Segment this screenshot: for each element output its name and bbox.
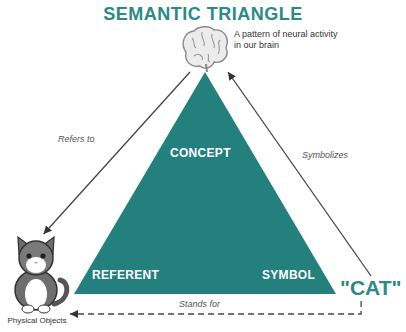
cat-muzzle (26, 257, 46, 273)
brain-icon (183, 27, 227, 72)
symbol-word: "CAT" (340, 276, 402, 300)
semantic-triangle: CONCEPT REFERENT SYMBOL (74, 72, 336, 294)
cat-paw (22, 305, 34, 313)
vertex-label: REFERENT (92, 268, 159, 282)
vertex-label: CONCEPT (170, 146, 231, 160)
cat-body (15, 270, 57, 310)
cat-eye (40, 253, 45, 258)
edge-label: Refers to (56, 134, 97, 144)
brain-outline (183, 27, 227, 68)
diagram-title: SEMANTIC TRIANGLE (0, 4, 406, 25)
triangle-fill (74, 72, 336, 294)
concept-note: A pattern of neural activity in our brai… (234, 29, 342, 51)
brain-stem (206, 64, 207, 72)
referent-node: Physical Objects (4, 234, 70, 326)
symbol-node: "CAT" (338, 276, 404, 301)
cat-belly (25, 279, 47, 309)
cat-nose (34, 262, 38, 264)
edge-label: Stands for (177, 299, 222, 309)
cat-head (19, 241, 53, 275)
cat-illustration (15, 237, 67, 313)
concept-node: A pattern of neural activity in our brai… (178, 26, 344, 72)
triangle-shape (74, 72, 336, 294)
brain-folds (192, 32, 220, 62)
edge-label: Symbolizes (300, 150, 350, 160)
object-caption: Physical Objects (4, 316, 70, 325)
vertex-label: SYMBOL (262, 268, 315, 282)
cat-paw (38, 305, 50, 313)
cat-eye (26, 253, 31, 258)
